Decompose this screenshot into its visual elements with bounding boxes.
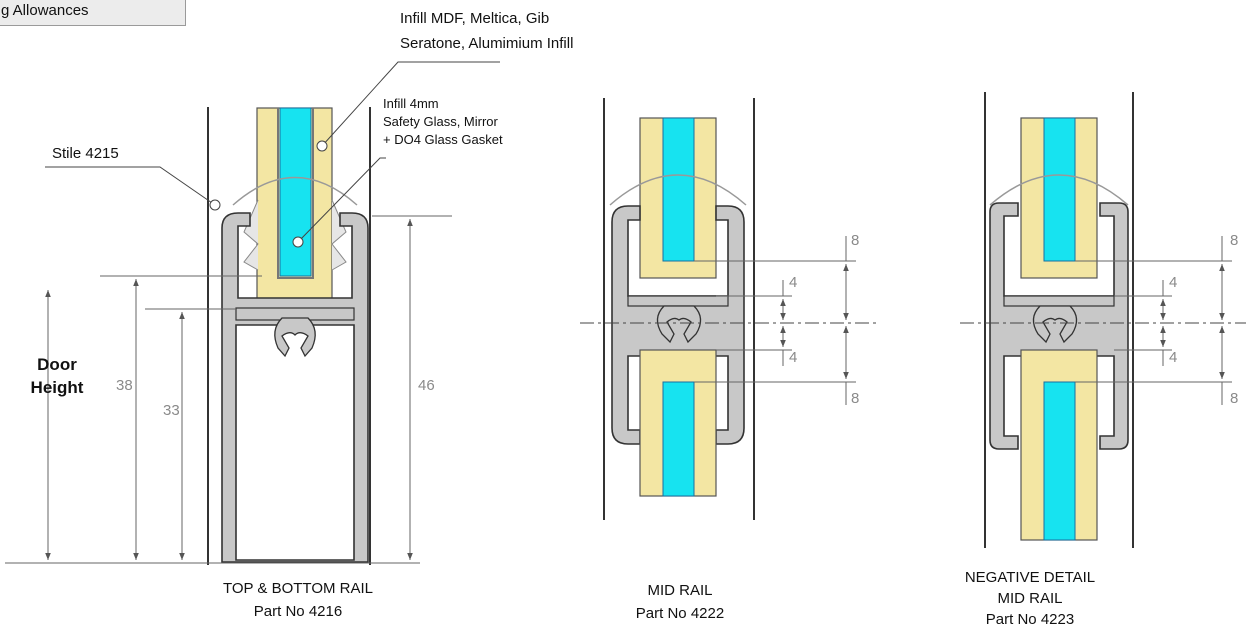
glass-panel-lower: [1043, 381, 1076, 541]
mid-dim-upper4-label: 4: [789, 274, 798, 291]
mid-web: [627, 295, 729, 307]
rail-extrusion: [221, 212, 369, 563]
gasket-arc: [232, 176, 358, 206]
negative-web: [1003, 295, 1115, 307]
glass-panel-upper: [1043, 117, 1076, 262]
allowances-tab[interactable]: g Allowances: [0, 0, 186, 26]
top-bottom-rail: [207, 107, 371, 565]
infill-glass-label-line2: Safety Glass, Mirror: [383, 114, 498, 129]
top-bottom-dimensions: [5, 215, 452, 564]
neg-dim-lower4-label: 4: [1169, 349, 1178, 366]
mid-rail-title: MID RAIL: [647, 582, 713, 599]
leader-lines: [45, 61, 500, 248]
stile-label: Stile 4215: [52, 145, 119, 162]
gasket-fin-right: [331, 199, 347, 271]
mid-extrusion: [611, 205, 745, 445]
glass-panel-upper: [662, 117, 695, 262]
glass-gasket: [277, 108, 314, 279]
gasket-arc-upper: [989, 174, 1129, 206]
mid-rail: [580, 98, 880, 520]
mid-rail-part: Part No 4222: [635, 605, 725, 622]
door-height-label-line2: Height: [30, 378, 84, 397]
neg-dim-lower8-label: 8: [1230, 390, 1239, 407]
negative-rail-dimensions: [1075, 236, 1232, 405]
dim-46-label: 46: [418, 377, 435, 394]
mid-dim-lower8-label: 8: [851, 390, 860, 407]
negative-extrusion: [989, 202, 1129, 450]
mid-snap-clip: [656, 305, 702, 344]
infill-glass-leader: [297, 157, 386, 243]
mid-dim-upper8-label: 8: [851, 232, 860, 249]
mid-dim-lower4-label: 4: [789, 349, 798, 366]
negative-rail-title-line2: MID RAIL: [997, 590, 1063, 607]
infill-mdf-label-line1: Infill MDF, Meltica, Gib: [400, 10, 550, 27]
door-height-label-line1: Door: [37, 355, 77, 374]
infill-mdf-label-line2: Seratone, Alumimium Infill: [400, 35, 574, 52]
snap-clip: [274, 317, 316, 358]
glass-panel-lower: [662, 381, 695, 497]
glass-panel: [279, 107, 312, 277]
negative-mid-rail: [960, 92, 1246, 548]
negative-rail-title-line1: NEGATIVE DETAIL: [964, 569, 1096, 586]
infill-glass-label-line1: Infill 4mm: [383, 96, 439, 111]
gasket-fin-left: [243, 199, 259, 271]
infill-glass-label-line3: + DO4 Glass Gasket: [383, 132, 503, 147]
mid-rail-dimensions: [694, 236, 856, 405]
infill-glass-marker: [292, 236, 304, 248]
negative-rail-part: Part No 4223: [985, 611, 1075, 628]
dim-38-label: 38: [116, 377, 133, 394]
neg-dim-upper8-label: 8: [1230, 232, 1239, 249]
neg-dim-upper4-label: 4: [1169, 274, 1178, 291]
dim-33-label: 33: [163, 402, 180, 419]
stile-leader: [45, 166, 216, 206]
negative-snap-clip: [1032, 305, 1078, 344]
top-bottom-rail-part: Part No 4216: [253, 603, 343, 620]
infill-mdf-leader: [321, 61, 500, 147]
top-bottom-rail-title: TOP & BOTTOM RAIL: [222, 580, 374, 597]
infill-mdf-marker: [316, 140, 328, 152]
stile-marker: [209, 199, 221, 211]
gasket-arc-upper: [609, 174, 747, 206]
